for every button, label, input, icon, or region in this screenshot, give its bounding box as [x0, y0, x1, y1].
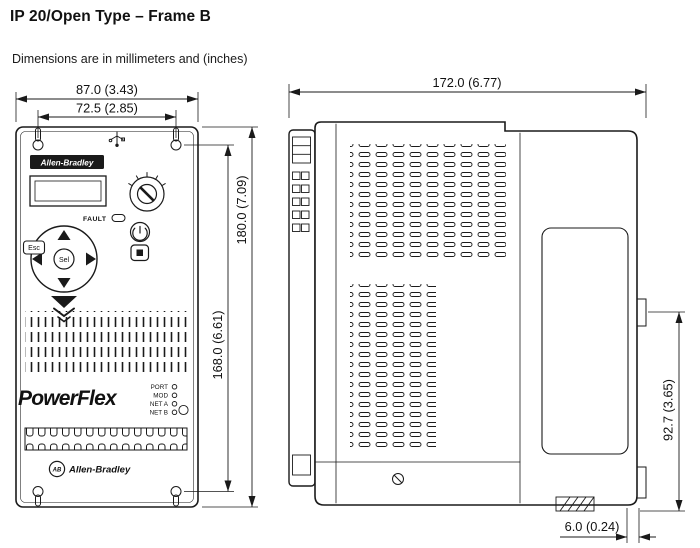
side-dimensions: 172.0 (6.77) 92.7 (3.65) 6.0 (0.24) — [288, 75, 685, 543]
dim-overall-width: 87.0 (3.43) — [76, 82, 138, 97]
status-led — [171, 384, 178, 390]
esc-key-label: Esc — [28, 245, 40, 252]
sel-key — [53, 248, 75, 270]
mounting-keyhole-bottom-left — [32, 486, 44, 507]
page-title: IP 20/Open Type – Frame B — [10, 8, 211, 25]
side-front-pod — [288, 129, 316, 487]
dim-depth: 172.0 (6.77) — [432, 75, 501, 90]
allen-bradley-logo-text: Allen-Bradley — [40, 159, 94, 168]
arrow-left-key — [32, 252, 42, 266]
dim-mounting-height: 168.0 (6.61) — [210, 310, 225, 379]
allen-bradley-logo-strip — [30, 155, 104, 169]
status-led — [171, 392, 178, 399]
status-led-large — [178, 404, 189, 416]
dim-mounting-width: 72.5 (2.85) — [76, 101, 138, 116]
side-cover-panel — [541, 227, 629, 455]
ab-monogram-text: AB — [52, 468, 62, 474]
dim-din-height: 92.7 (3.65) — [661, 379, 676, 441]
keypad: Esc Sel — [22, 225, 98, 293]
keypad-ring — [30, 225, 98, 293]
status-led — [171, 409, 178, 416]
side-vent-grille-lower — [350, 284, 436, 452]
front-dimensions: 87.0 (3.43) 72.5 (2.85) 180.0 (7.09) 168… — [15, 82, 258, 508]
arrow-right-key — [86, 252, 96, 266]
bottom-slot-row — [24, 427, 188, 451]
ab-monogram-badge — [48, 460, 66, 478]
status-label-mod: MOD — [153, 393, 168, 400]
sel-key-label: Sel — [59, 257, 70, 264]
run-button — [129, 221, 151, 243]
din-rail-latch-bottom — [636, 466, 647, 499]
bottom-latch-hatched — [555, 496, 595, 512]
front-view: Allen-Bradley FAULT — [15, 126, 199, 508]
screw-icon — [392, 473, 404, 485]
bottom-brand-text: Allen-Bradley — [68, 465, 131, 476]
lcd-display — [29, 175, 107, 207]
dim-overall-height: 180.0 (7.09) — [234, 175, 249, 244]
usb-icon — [108, 131, 125, 147]
side-vent-grille-top — [350, 144, 506, 260]
dim-din-offset: 6.0 (0.24) — [565, 519, 620, 534]
mounting-keyhole-bottom-right — [170, 486, 182, 507]
status-led-block: PORT MOD NET A NET B — [150, 384, 189, 417]
front-body-inner-line — [20, 131, 194, 503]
fault-indicator — [111, 214, 126, 222]
side-view — [288, 121, 647, 512]
lcd-display-inner — [34, 180, 102, 202]
stop-button — [130, 244, 150, 262]
units-note: Dimensions are in millimeters and (inche… — [12, 52, 248, 66]
fault-label: FAULT — [83, 216, 107, 223]
front-vent-grille — [25, 311, 187, 373]
arrow-down-key — [57, 278, 71, 288]
status-label-net-a: NET A — [150, 401, 169, 408]
arrow-up-key — [57, 230, 71, 240]
status-label-net-b: NET B — [150, 410, 168, 417]
esc-key — [22, 240, 46, 255]
status-label-port: PORT — [151, 384, 169, 391]
status-led — [171, 401, 178, 407]
side-terminal-block — [292, 136, 311, 476]
powerflex-logo: PowerFlex — [18, 387, 118, 410]
din-rail-tab-top — [636, 298, 647, 327]
speed-potentiometer — [128, 172, 166, 212]
